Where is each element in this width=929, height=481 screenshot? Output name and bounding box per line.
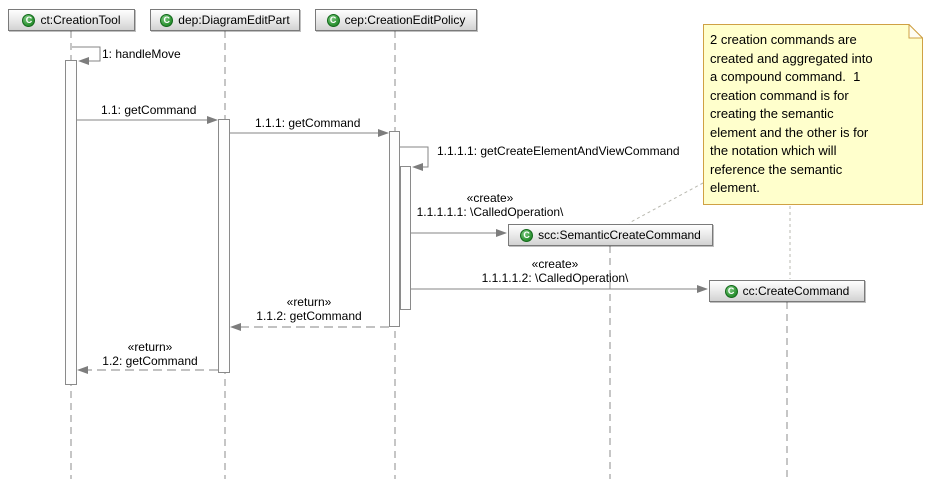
note-body [703,24,923,205]
class-icon: C [724,284,738,298]
message-label-create-cc: «create» 1.1.1.1.2: \CalledOperation\ [470,257,640,285]
message-stereotype: «return» [127,340,173,354]
message-stereotype: «create» [466,191,514,205]
message-text: 1.1.2: getCommand [256,308,362,323]
activation-dep[interactable] [218,119,230,373]
arrowhead [697,285,708,293]
note-shape [703,23,924,205]
message-label-1-1-1-1: 1.1.1.1: getCreateElementAndViewCommand [437,144,680,158]
object-label: cc:CreateCommand [742,284,850,298]
object-cc[interactable]: C cc:CreateCommand [709,280,865,302]
activation-cep[interactable] [389,131,400,327]
message-text: 1.2: getCommand [102,353,198,368]
message-label-create-scc: «create» 1.1.1.1.1: \CalledOperation\ [407,191,573,219]
activation-cep-nested[interactable] [400,166,411,310]
message-return-1-1-2[interactable] [230,323,389,331]
arrowhead [496,229,507,237]
lifeline-head-label: ct:CreationTool [40,13,121,27]
arrowhead [207,116,218,124]
lifeline-head-label: cep:CreationEditPolicy [344,13,466,27]
arrowhead [378,129,389,137]
message-text: 1.1.1.1.1: \CalledOperation\ [416,204,564,219]
class-icon: C [22,13,36,27]
arrowhead [78,57,89,65]
note-text: 2 creation commands are created and aggr… [710,32,873,195]
arrowhead [412,163,423,171]
message-label-return-1-1-2: «return» 1.1.2: getCommand [229,295,389,323]
message-label-return-1-2: «return» 1.2: getCommand [70,340,230,368]
note-anchor-scc[interactable] [628,182,704,224]
message-create-cc[interactable] [411,285,708,293]
class-icon: C [326,13,340,27]
message-stereotype: «create» [531,257,579,271]
lifeline-head-cep[interactable]: C cep:CreationEditPolicy [315,9,477,31]
arrowhead [230,323,241,331]
message-label-1-1-1: 1.1.1: getCommand [255,116,361,130]
note-fold-icon [908,23,924,39]
message-line [400,146,429,168]
object-scc[interactable]: C scc:SemanticCreateCommand [508,224,713,246]
lifeline-head-dep[interactable]: C dep:DiagramEditPart [150,9,300,31]
message-label-1-1: 1.1: getCommand [101,103,197,117]
note[interactable]: 2 creation commands are created and aggr… [703,23,924,205]
message-create-scc[interactable] [411,229,507,237]
class-icon: C [520,228,534,242]
message-text: 1.1.1.1.2: \CalledOperation\ [481,270,629,285]
class-icon: C [160,13,174,27]
lifeline-head-ct[interactable]: C ct:CreationTool [8,9,135,31]
object-label: scc:SemanticCreateCommand [538,228,701,242]
lifeline-head-label: dep:DiagramEditPart [178,13,290,27]
message-label-1: 1: handleMove [102,47,181,61]
message-stereotype: «return» [286,295,332,309]
activation-ct[interactable] [65,60,77,385]
message-line [72,46,101,62]
